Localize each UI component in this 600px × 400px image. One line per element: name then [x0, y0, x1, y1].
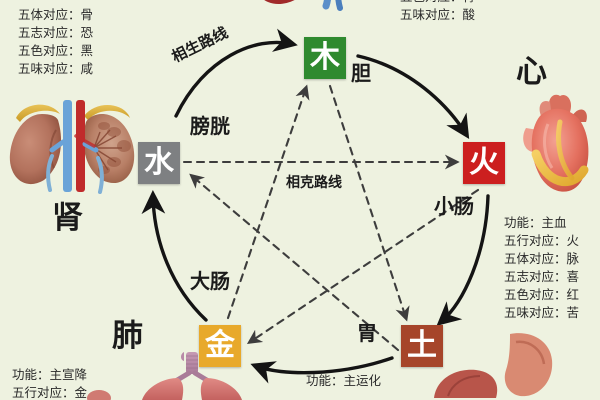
fu-label-small-intestine: 小肠 — [434, 194, 474, 218]
info-line: 五体对应：脉 — [504, 251, 580, 266]
liver-illustration — [264, 0, 295, 4]
info-block-liver: 五色对应：青 五味对应：酸 — [400, 0, 475, 24]
info-line: 五味对应：酸 — [400, 7, 476, 22]
info-block-heart: 功能：主血 五行对应：火 五体对应：脉 五志对应：喜 五色对应：红 五味对应：苦 — [504, 214, 579, 322]
info-line: 五志对应：恐 — [18, 25, 94, 40]
element-box-fire[interactable]: 火 — [463, 142, 505, 184]
element-box-earth[interactable]: 土 — [401, 325, 443, 367]
info-line: 五色对应：黑 — [18, 43, 94, 58]
fu-label-stomach: 胃 — [357, 321, 377, 345]
overcoming-cycle-label: 相克路线 — [286, 175, 342, 191]
organ-label-kidney: 肾 — [52, 200, 83, 236]
info-line: 五味对应：咸 — [18, 61, 94, 76]
blood-vessel-illustration — [322, 0, 343, 11]
element-box-water[interactable]: 水 — [138, 142, 180, 184]
info-line: 五志对应：喜 — [504, 269, 580, 284]
element-box-metal[interactable]: 金 — [199, 325, 241, 367]
info-block-kidney: 五体对应：骨 五志对应：恐 五色对应：黑 五味对应：咸 — [18, 6, 93, 78]
info-line: 五色对应：红 — [504, 287, 580, 302]
organ-label-heart: 心 — [516, 54, 547, 90]
element-box-wood[interactable]: 木 — [304, 37, 346, 79]
info-line: 功能：主宣降 — [12, 367, 88, 382]
info-line: 五色对应：青 — [400, 0, 475, 6]
info-line: 五味对应：苦 — [504, 305, 580, 320]
organ-label-lung: 肺 — [112, 318, 143, 354]
tissue-fleck-illustration — [87, 390, 111, 400]
info-line: 五行对应：火 — [504, 233, 580, 248]
info-block-spleen: 功能：主运化 — [306, 372, 381, 390]
info-line: 五行对应：金 — [12, 385, 88, 400]
stomach-illustration — [504, 333, 553, 397]
spleen-illustration — [434, 369, 498, 398]
info-line: 功能：主血 — [504, 215, 567, 230]
info-line: 五体对应：骨 — [18, 7, 94, 22]
fu-label-bladder: 膀胱 — [190, 114, 230, 138]
info-block-lung: 功能：主宣降 五行对应：金 — [12, 366, 87, 400]
fu-label-large-intestine: 大肠 — [190, 269, 230, 293]
generating-cycle-label: 相生路线 — [168, 23, 231, 66]
info-line: 功能：主运化 — [306, 373, 382, 388]
fu-label-gallbladder: 胆 — [351, 61, 371, 85]
heart-illustration — [523, 94, 589, 192]
kidney-illustration — [9, 100, 135, 194]
